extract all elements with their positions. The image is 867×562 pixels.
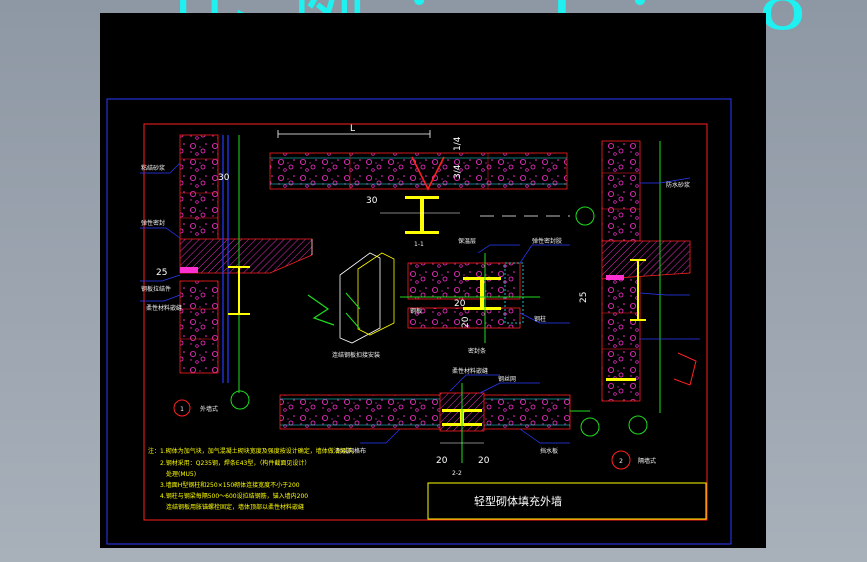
left-wall-section: 1 外墙式 粘结砂浆 弹性密封 钢板拉结件 柔性材料嵌缝 30 25	[140, 134, 313, 417]
drawing-title: 轻型砌体填充外墙	[474, 494, 562, 508]
caption-inner-wall: 隔墙式	[638, 457, 656, 465]
annotation: 弹性密封胶	[532, 237, 562, 245]
annotation: 柔性材料嵌缝	[452, 367, 488, 375]
ratio-bottom: 3/4	[453, 164, 463, 179]
caption-outer-wall: 外墙式	[200, 405, 218, 413]
top-wall-plan: L 1/4 3/4 30 1-1	[269, 124, 595, 248]
inner-frame	[143, 123, 708, 521]
annotation: 钢丝网	[498, 375, 516, 383]
note-line: 连结钢板用胀锚螺栓固定，墙体顶部以柔性材料嵌缝	[166, 503, 304, 511]
note-line: 处理(MU5)	[166, 470, 196, 478]
annotation: 弹性密封	[141, 219, 165, 227]
annotation: 保温层	[458, 237, 476, 245]
dim-25-a: 25	[156, 268, 167, 278]
dim-20-b: 20	[461, 316, 471, 328]
detail-circle-2: 2	[619, 458, 623, 465]
annotation: 钢板	[410, 307, 422, 315]
outer-frame	[106, 98, 732, 545]
cad-drawing-canvas[interactable]: 1 外墙式 粘结砂浆 弹性密封 钢板拉结件 柔性材料嵌缝 30 25 L 1/4…	[100, 13, 766, 548]
dim-20-d: 20	[478, 456, 490, 466]
caption-bracket: 连结钢板扣接安装	[332, 351, 380, 359]
note-line: 3.墙面H型钢柱和250×150砌体连接宽度不小于200	[160, 481, 300, 489]
dim-20-a: 20	[454, 299, 466, 309]
section-label-1: 1-1	[414, 241, 424, 248]
dim-20-c: 20	[436, 456, 448, 466]
title-block: 轻型砌体填充外墙	[427, 482, 707, 520]
dim-30-a: 30	[218, 173, 230, 183]
section-label-2: 2-2	[452, 470, 462, 477]
note-line: 4.钢柱与钢梁每隔500～600设拉结钢筋，锚入墙内200	[160, 492, 308, 500]
right-wall-section: 2 隔墙式 防水砂浆 25	[579, 140, 700, 470]
dim-25-b: 25	[579, 292, 589, 303]
detail-circle-1: 1	[180, 406, 184, 413]
annotation: 钢柱	[534, 315, 546, 323]
annotation: 粘结砂浆	[141, 164, 165, 172]
annotation: 密封条	[468, 347, 486, 355]
middle-connection-detail: 20 20 保温层 弹性密封胶 钢板 钢柱 密封条	[400, 237, 570, 355]
ratio-top: 1/4	[453, 136, 463, 151]
dim-30-b: 30	[366, 196, 378, 206]
annotation: 柔性材料嵌缝	[146, 304, 182, 312]
note-line: 注：1.砌体为加气块，加气混凝土砌块宽度及强度按设计确定，墙体做法另详。	[148, 447, 358, 455]
note-line: 2.钢材采用：Q235钢，焊条E43型，（构件截面见设计）	[160, 459, 310, 467]
annotation: 耐碱网格布	[336, 447, 366, 455]
dim-L: L	[350, 124, 355, 134]
notes-block: 注：1.砌体为加气块，加气混凝土砌块宽度及强度按设计确定，墙体做法另详。 2.钢…	[148, 447, 358, 511]
annotation: 钢板拉结件	[141, 285, 171, 293]
bottom-wall-plan: 20 20 2-2 柔性材料嵌缝 钢丝网 耐碱网格布 挡水板	[279, 367, 600, 477]
annotation: 挡水板	[540, 447, 558, 455]
bracket-detail: 连结钢板扣接安装	[307, 252, 395, 359]
cad-drawing: 1 外墙式 粘结砂浆 弹性密封 钢板拉结件 柔性材料嵌缝 30 25 L 1/4…	[106, 98, 732, 545]
annotation: 防水砂浆	[666, 181, 690, 189]
